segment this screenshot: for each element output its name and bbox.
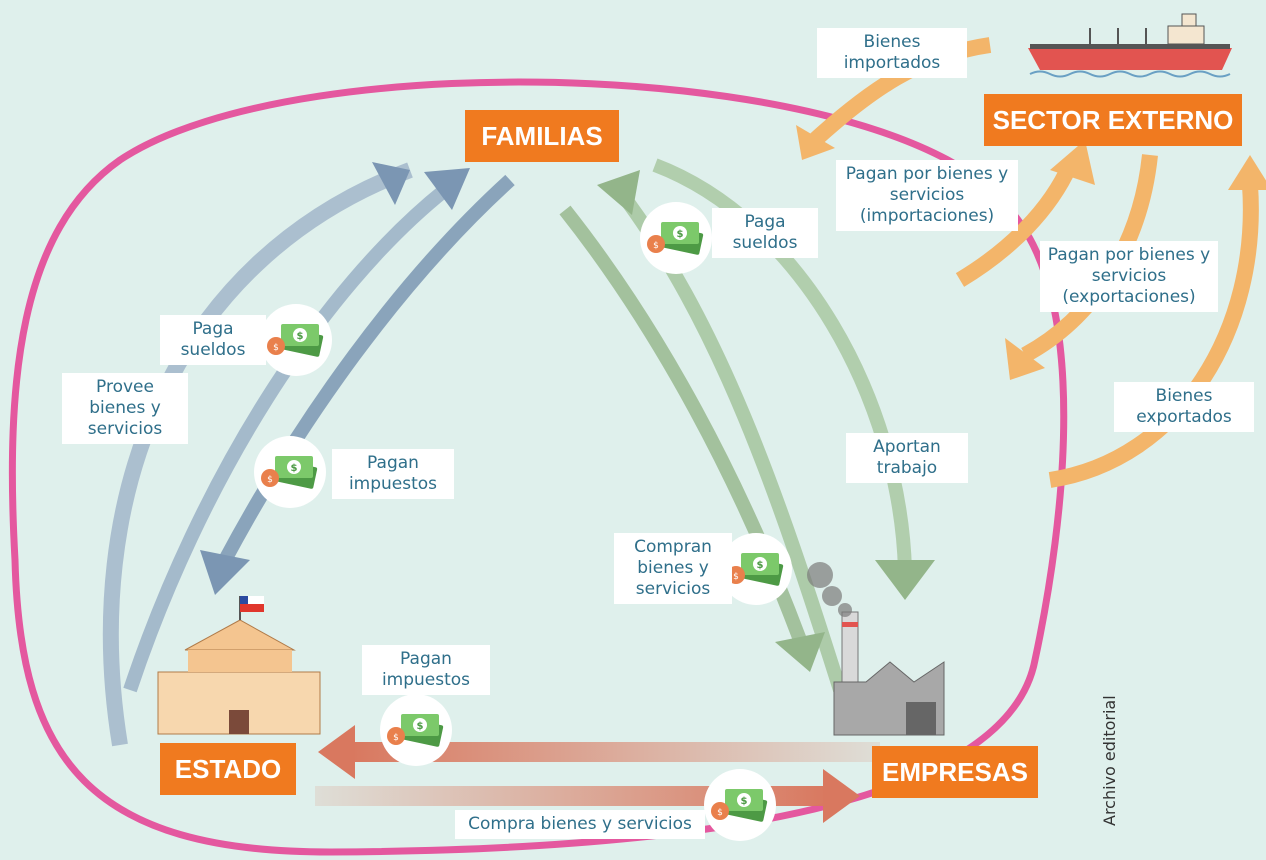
label-pagan-importaciones: Pagan por bienes y servicios (importacio… bbox=[836, 160, 1018, 231]
paga-sueldos-empresas-arrowhead bbox=[597, 170, 640, 215]
label-bienes-importados: Bienes importados bbox=[817, 28, 967, 78]
pagan-exportaciones-arrowhead bbox=[1005, 338, 1045, 380]
label-pagan-impuestos-empresas: Pagan impuestos bbox=[362, 645, 490, 695]
aportan-trabajo-arrowhead bbox=[875, 560, 935, 600]
provee-bienes-arrowhead bbox=[372, 162, 410, 205]
pagan-importaciones-arrow bbox=[955, 161, 1078, 287]
money-icon bbox=[260, 304, 332, 376]
bienes-importados-arrowhead bbox=[796, 125, 835, 160]
paga-sueldos-estado-arrow bbox=[123, 184, 450, 693]
pagan-impuestos-familias-arrowhead bbox=[200, 550, 250, 595]
pagan-importaciones-arrowhead bbox=[1050, 140, 1095, 185]
pagan-impuestos-empresas-arrowhead bbox=[318, 725, 355, 779]
node-empresas: EMPRESAS bbox=[872, 746, 1038, 798]
node-familias: FAMILIAS bbox=[465, 110, 619, 162]
money-icon bbox=[640, 202, 712, 274]
label-pagan-impuestos-familias: Pagan impuestos bbox=[332, 449, 454, 499]
bienes-exportados-arrowhead bbox=[1228, 155, 1266, 190]
paga-sueldos-estado-arrowhead bbox=[424, 168, 470, 210]
label-aportan-trabajo: Aportan trabajo bbox=[846, 433, 968, 483]
compran-bienes-arrowhead bbox=[775, 632, 825, 672]
node-estado: ESTADO bbox=[160, 743, 296, 795]
money-icon bbox=[380, 694, 452, 766]
aportan-trabajo-arrow bbox=[652, 158, 912, 571]
compra-bienes-estado-arrowhead bbox=[823, 769, 860, 823]
label-paga-sueldos-estado: Paga sueldos bbox=[160, 315, 266, 365]
factory-icon bbox=[807, 562, 945, 736]
pagan-impuestos-empresas-arrow bbox=[350, 742, 880, 762]
label-compra-bienes-estado: Compra bienes y servicios bbox=[455, 810, 705, 839]
money-icon bbox=[254, 436, 326, 508]
node-sector-externo: SECTOR EXTERNO bbox=[984, 94, 1242, 146]
label-pagan-exportaciones: Pagan por bienes y servicios (exportacio… bbox=[1040, 241, 1218, 312]
label-compran-bienes: Compran bienes y servicios bbox=[614, 533, 732, 604]
image-credit: Archivo editorial bbox=[1100, 695, 1119, 826]
label-paga-sueldos-empresas: Paga sueldos bbox=[712, 208, 818, 258]
ship-icon bbox=[1028, 13, 1232, 78]
pagan-impuestos-familias-arrow bbox=[218, 174, 515, 564]
government-building-icon bbox=[157, 596, 321, 735]
bienes-exportados-arrow bbox=[1048, 184, 1259, 488]
money-icon bbox=[704, 769, 776, 841]
label-bienes-exportados: Bienes exportados bbox=[1114, 382, 1254, 432]
compra-bienes-estado-arrow bbox=[315, 786, 830, 806]
label-provee-bienes: Provee bienes y servicios bbox=[62, 373, 188, 444]
